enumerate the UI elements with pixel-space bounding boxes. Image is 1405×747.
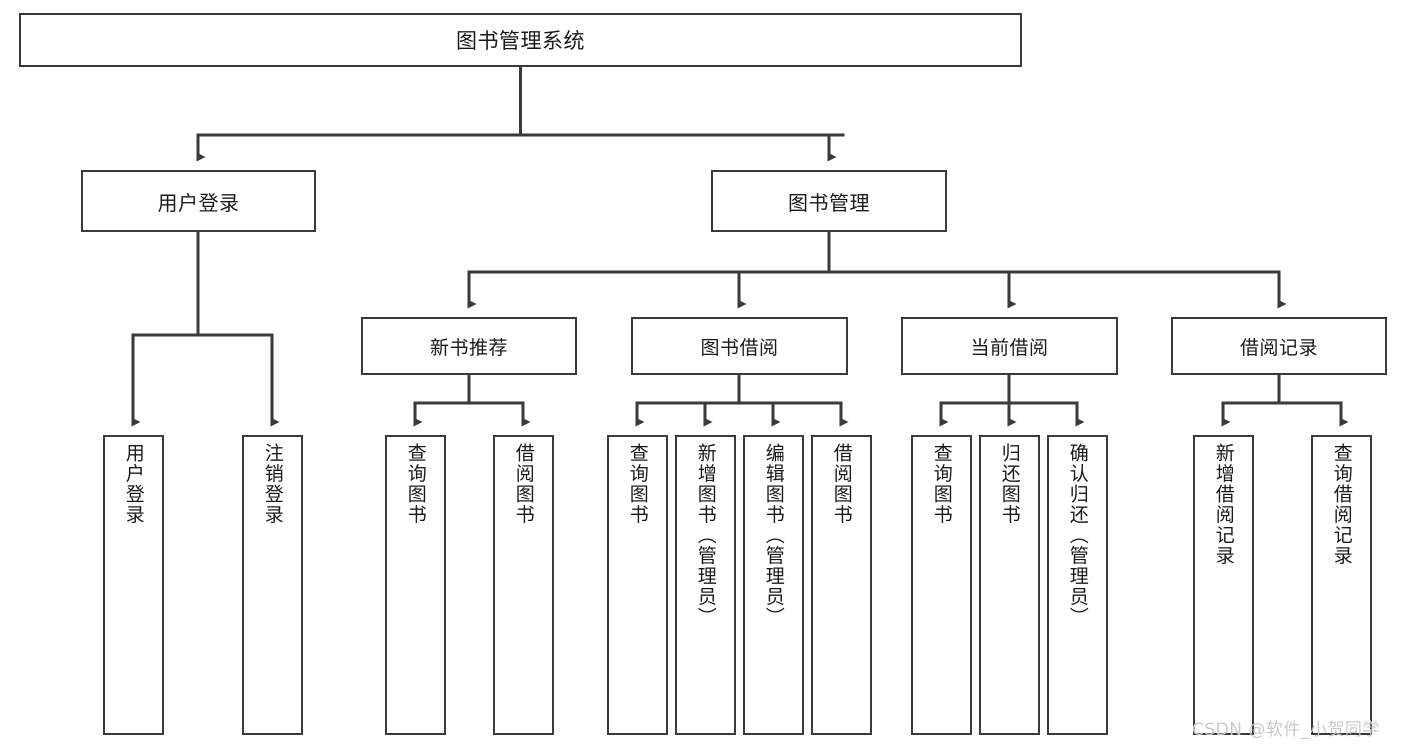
node-label: 查询图书 bbox=[930, 443, 953, 525]
node-current-borrow[interactable]: 当前借阅 bbox=[901, 317, 1118, 375]
node-new-book-rec[interactable]: 新书推荐 bbox=[361, 317, 577, 375]
node-label: 借阅图书 bbox=[830, 443, 853, 525]
node-label: 用户登录 bbox=[122, 443, 145, 525]
node-label: 查询图书 bbox=[626, 443, 649, 525]
node-label: 图书管理系统 bbox=[456, 29, 585, 53]
leaf-return-book[interactable]: 归还图书 bbox=[979, 435, 1040, 735]
leaf-add-record[interactable]: 新增借阅记录 bbox=[1193, 435, 1254, 735]
node-label: 归还图书 bbox=[998, 443, 1021, 525]
leaf-add-book[interactable]: 新增图书（管理员） bbox=[675, 435, 736, 735]
leaf-user-login[interactable]: 用户登录 bbox=[103, 435, 164, 735]
node-label: 图书借阅 bbox=[700, 336, 779, 359]
node-root-system[interactable]: 图书管理系统 bbox=[19, 13, 1022, 67]
node-label: 查询图书 bbox=[404, 443, 427, 525]
node-label: 注销登录 bbox=[261, 443, 284, 525]
node-label: 新书推荐 bbox=[429, 336, 508, 359]
node-label: 用户登录 bbox=[157, 190, 240, 215]
node-label: 图书管理 bbox=[788, 190, 870, 215]
node-label: 查询借阅记录 bbox=[1330, 443, 1353, 566]
leaf-logout[interactable]: 注销登录 bbox=[242, 435, 303, 735]
leaf-query-record[interactable]: 查询借阅记录 bbox=[1311, 435, 1372, 735]
node-label: 借阅记录 bbox=[1239, 336, 1318, 359]
leaf-query-book-1[interactable]: 查询图书 bbox=[385, 435, 446, 735]
csdn-watermark: CSDN @软件_小贺同学 bbox=[1192, 720, 1380, 740]
leaf-confirm-return[interactable]: 确认归还（管理员） bbox=[1047, 435, 1108, 735]
leaf-query-book-2[interactable]: 查询图书 bbox=[607, 435, 668, 735]
node-book-manage[interactable]: 图书管理 bbox=[711, 170, 947, 232]
leaf-query-book-3[interactable]: 查询图书 bbox=[911, 435, 972, 735]
leaf-borrow-book-1[interactable]: 借阅图书 bbox=[493, 435, 554, 735]
node-label: 确认归还（管理员） bbox=[1066, 443, 1089, 628]
node-label: 新增借阅记录 bbox=[1212, 443, 1235, 566]
leaf-edit-book[interactable]: 编辑图书（管理员） bbox=[743, 435, 804, 735]
leaf-borrow-book-2[interactable]: 借阅图书 bbox=[811, 435, 872, 735]
node-borrow-record[interactable]: 借阅记录 bbox=[1171, 317, 1387, 375]
node-book-borrow[interactable]: 图书借阅 bbox=[631, 317, 848, 375]
node-label: 新增图书（管理员） bbox=[694, 443, 717, 628]
node-label: 借阅图书 bbox=[512, 443, 535, 525]
node-label: 编辑图书（管理员） bbox=[762, 443, 785, 628]
node-user-login[interactable]: 用户登录 bbox=[81, 170, 316, 232]
node-label: 当前借阅 bbox=[970, 336, 1049, 359]
